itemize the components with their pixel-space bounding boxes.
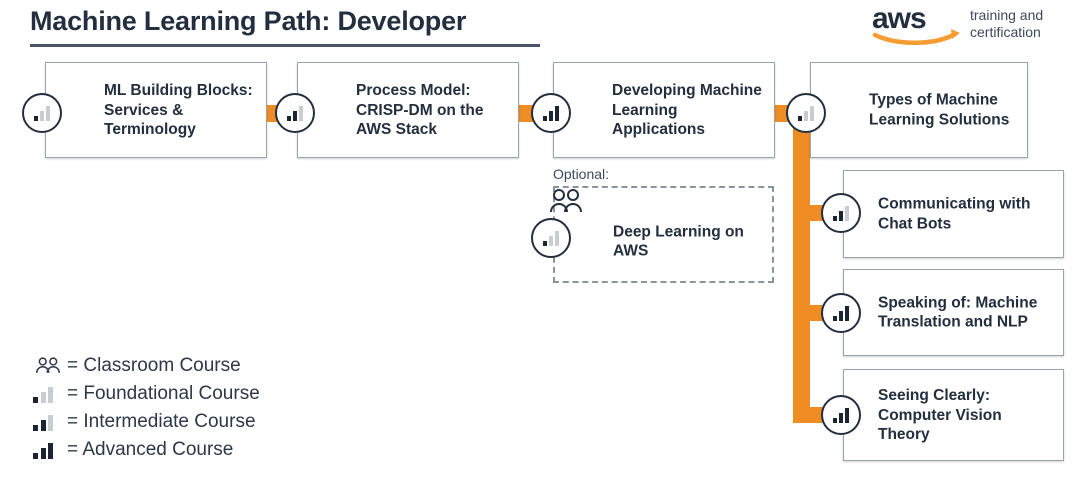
legend-label: = Advanced Course [67, 439, 234, 460]
course-box-process-model[interactable]: Process Model: CRISP-DM on the AWS Stack [297, 62, 519, 158]
badge-advanced-machine-translation[interactable] [821, 293, 861, 333]
optional-label: Optional: [553, 166, 610, 182]
badge-advanced-developing-ml-apps[interactable] [531, 93, 571, 133]
legend-item-intermediate: = Intermediate Course [33, 408, 260, 436]
svg-text:aws: aws [872, 2, 926, 35]
legend-item-advanced: = Advanced Course [33, 436, 260, 464]
advanced-bars-icon [33, 441, 67, 459]
foundational-bars-icon [798, 105, 814, 121]
course-title: Speaking of: Machine Translation and NLP [878, 294, 1038, 331]
aws-tagline-line1: training and [970, 7, 1044, 23]
aws-tagline: training and certification [970, 7, 1043, 41]
badge-foundational-types-of-ml-solutions[interactable] [786, 93, 826, 133]
advanced-bars-icon [833, 305, 849, 321]
foundational-bars-icon [34, 105, 50, 121]
legend-label: = Foundational Course [67, 383, 260, 404]
aws-logo: aws training and certification [872, 2, 1072, 48]
legend-label: = Intermediate Course [67, 411, 256, 432]
intermediate-bars-icon [33, 413, 67, 431]
page-title: Machine Learning Path: Developer [30, 6, 467, 36]
course-title: Process Model: CRISP-DM on the AWS Stack [356, 81, 484, 138]
course-title: Deep Learning on AWS [613, 223, 744, 260]
advanced-bars-icon [833, 407, 849, 423]
course-box-deep-learning-on-aws[interactable]: Deep Learning on AWS [553, 186, 774, 283]
course-title: Communicating with Chat Bots [878, 195, 1031, 233]
course-title: Types of Machine Learning Solutions [869, 91, 1010, 129]
course-box-ml-building-blocks[interactable]: ML Building Blocks: Services & Terminolo… [45, 62, 267, 158]
foundational-bars-icon [543, 230, 559, 246]
advanced-bars-icon [543, 105, 559, 121]
aws-wordmark-icon: aws [872, 2, 960, 45]
course-box-types-of-ml-solutions[interactable]: Types of Machine Learning Solutions [810, 62, 1028, 158]
course-box-machine-translation-nlp[interactable]: Speaking of: Machine Translation and NLP [843, 269, 1064, 356]
course-box-developing-ml-apps[interactable]: Developing Machine Learning Applications [553, 62, 775, 158]
intermediate-bars-icon [833, 205, 849, 221]
legend-item-classroom: = Classroom Course [33, 352, 260, 380]
intermediate-bars-icon [287, 105, 303, 121]
foundational-bars-icon [33, 385, 67, 403]
branch-trunk [793, 113, 810, 423]
classroom-people-icon [550, 189, 582, 213]
badge-intermediate-chat-bots[interactable] [821, 193, 861, 233]
aws-tagline-line2: certification [970, 24, 1041, 40]
course-box-communicating-with-chat-bots[interactable]: Communicating with Chat Bots [843, 170, 1064, 258]
title-underline [30, 44, 540, 47]
badge-intermediate-process-model[interactable] [275, 93, 315, 133]
course-title: ML Building Blocks: Services & Terminolo… [104, 81, 253, 138]
legend-label: = Classroom Course [67, 355, 241, 376]
badge-advanced-computer-vision[interactable] [821, 395, 861, 435]
badge-foundational-ml-building-blocks[interactable] [22, 93, 62, 133]
legend-item-foundational: = Foundational Course [33, 380, 260, 408]
course-title: Seeing Clearly: Computer Vision Theory [878, 386, 1002, 443]
course-box-computer-vision-theory[interactable]: Seeing Clearly: Computer Vision Theory [843, 369, 1064, 461]
course-title: Developing Machine Learning Applications [612, 81, 762, 138]
legend: = Classroom Course = Foundational Course… [33, 352, 260, 464]
badge-foundational-deep-learning[interactable] [531, 218, 571, 258]
classroom-people-icon [33, 357, 67, 375]
